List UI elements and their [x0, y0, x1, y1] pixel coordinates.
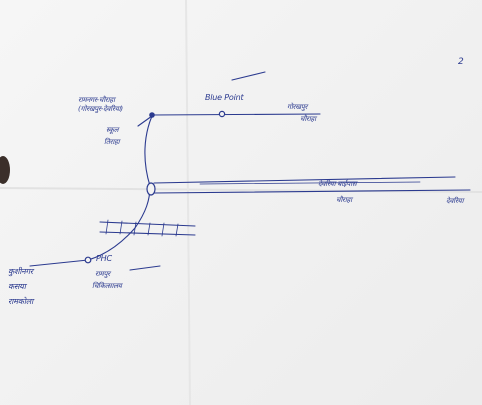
- fold-line: [185, 0, 191, 405]
- right-road-bottom: [153, 189, 471, 194]
- blue-point-marker: [218, 110, 226, 118]
- right-road-label-1: देवरिया बाईपास: [318, 180, 357, 188]
- junction-tick: [137, 115, 153, 127]
- branch-label-2: तिराहा: [104, 138, 120, 146]
- dash-mark: [129, 265, 161, 271]
- upper-junction-label-1: रामनगर-चौराहा: [78, 96, 115, 104]
- upper-road: [151, 113, 321, 116]
- branch-label-1: स्कूल: [106, 126, 119, 134]
- rail-line-bottom: [99, 231, 196, 236]
- fold-line: [0, 187, 482, 193]
- right-road-mid: [199, 181, 421, 185]
- left-label-1: कुशीनगर: [8, 267, 33, 276]
- left-label-3: रामकोला: [8, 297, 34, 306]
- dash-mark: [231, 71, 266, 81]
- blue-point-label: Blue Point: [205, 93, 244, 102]
- phc-label: PHC: [96, 254, 112, 263]
- left-label-2: कसया: [8, 282, 26, 291]
- far-right-label: देवरिया: [446, 197, 464, 205]
- phc-marker: [84, 256, 92, 264]
- east-label-2: चौराहा: [300, 115, 316, 123]
- right-road-label-2: चौराहा: [336, 196, 352, 204]
- junction-dot: [149, 112, 155, 118]
- rail-ties: [105, 219, 179, 237]
- phc-sub-label-2: चिकित्सालय: [92, 282, 122, 290]
- left-road: [29, 259, 89, 267]
- east-label-1: गोरखपुर: [287, 103, 308, 111]
- page-number: 2: [458, 57, 464, 67]
- phc-sub-label-1: रामपुर: [95, 270, 110, 278]
- bypass-marker: [146, 182, 156, 196]
- rail-line-top: [99, 221, 196, 227]
- right-road-top: [153, 176, 456, 184]
- main-vertical-road: [87, 115, 153, 261]
- finger-shadow: [0, 156, 10, 184]
- upper-junction-label-2: (गोरखपुर-देवरिया): [78, 105, 123, 113]
